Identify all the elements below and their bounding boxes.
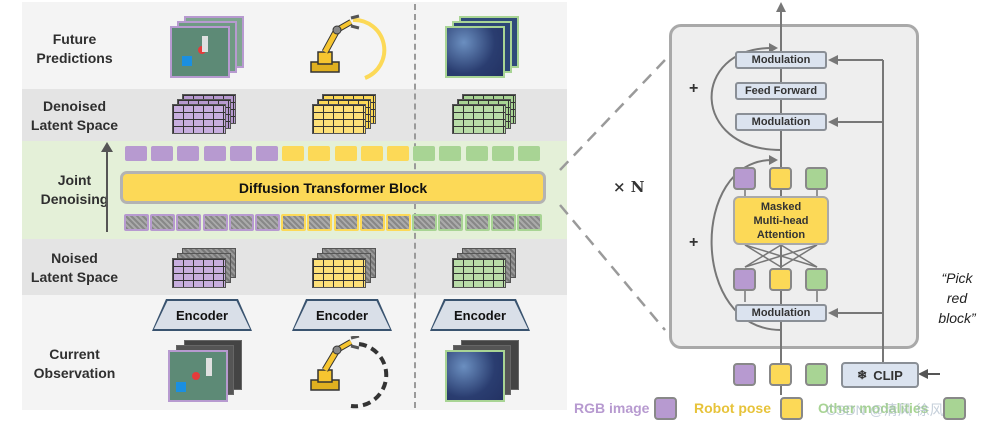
- future-robot-arm-icon: [310, 14, 387, 80]
- noise-token: [228, 214, 254, 231]
- noise-token: [412, 214, 438, 231]
- output-token: [439, 146, 462, 161]
- snowflake-icon: ❄: [857, 368, 868, 382]
- current-other-image: [445, 340, 519, 402]
- output-token: [491, 146, 514, 161]
- noise-token: [150, 214, 176, 231]
- current-rgb-image: [168, 340, 242, 402]
- output-token: [465, 146, 488, 161]
- transformer-block-detail: [669, 24, 919, 349]
- plus-bottom: +: [689, 234, 699, 251]
- encoder-robot: Encoder: [294, 301, 390, 329]
- denoised-robot-latent: [312, 94, 376, 134]
- input-rgb-token: [733, 363, 756, 386]
- noise-token: [176, 214, 202, 231]
- output-token: [387, 146, 409, 161]
- future-other-image: [445, 16, 519, 78]
- attention-line-1: Masked: [760, 200, 802, 213]
- separator-line: [414, 4, 416, 408]
- clip-label: CLIP: [873, 367, 903, 383]
- prompt-line-3: block”: [938, 310, 976, 326]
- up-arrow-icon: [101, 142, 113, 232]
- output-token: [256, 146, 278, 161]
- future-rgb-image: [170, 16, 244, 78]
- output-token: [282, 146, 305, 161]
- noise-token: [333, 214, 359, 231]
- denoised-rgb-latent: [172, 94, 236, 134]
- attention-line-2: Multi-head: [753, 214, 809, 227]
- noise-token: [255, 214, 280, 231]
- output-token: [334, 146, 357, 161]
- noised-robot-latent: [312, 248, 376, 288]
- noise-token: [386, 214, 411, 231]
- output-token: [177, 146, 200, 161]
- noise-token: [124, 214, 149, 231]
- clip-box: ❄ CLIP: [841, 362, 919, 388]
- output-token: [308, 146, 331, 161]
- output-token: [360, 146, 383, 161]
- output-token: [203, 146, 226, 161]
- output-token: [229, 146, 252, 161]
- attn-out-robot-token: [769, 167, 792, 190]
- output-token: [125, 146, 147, 161]
- prompt-line-2: red: [946, 290, 968, 306]
- legend-rgb-swatch: [654, 397, 677, 420]
- current-robot-arm-icon: [310, 336, 389, 409]
- times-n-label: × N: [613, 178, 645, 196]
- label-noised-latent: Noised Latent Space: [30, 250, 119, 285]
- modulation-bottom-box: Modulation: [735, 304, 827, 322]
- noise-token: [517, 214, 542, 231]
- label-joint-denoising: Joint Denoising: [40, 172, 109, 207]
- modulation-top-box: Modulation: [735, 51, 827, 69]
- attn-in-rgb-token: [733, 268, 756, 291]
- noise-token: [464, 214, 490, 231]
- output-token: [518, 146, 540, 161]
- legend-robot-swatch: [780, 397, 803, 420]
- noise-token: [490, 214, 516, 231]
- prompt-text: “Pick red block”: [930, 268, 984, 328]
- noise-token: [438, 214, 464, 231]
- noise-token: [202, 214, 228, 231]
- legend-rgb-label: RGB image: [574, 400, 650, 416]
- input-robot-token: [769, 363, 792, 386]
- noise-token: [281, 214, 307, 231]
- diffusion-transformer-block: Diffusion Transformer Block: [120, 171, 546, 204]
- output-token: [151, 146, 174, 161]
- encoder-other: Encoder: [432, 301, 528, 329]
- zoom-lines: [559, 59, 666, 331]
- noise-token: [307, 214, 333, 231]
- encoder-rgb: Encoder: [154, 301, 250, 329]
- plus-top: +: [689, 80, 699, 97]
- label-current-observation: Current Observation: [33, 346, 116, 381]
- feed-forward-box: Feed Forward: [735, 82, 827, 100]
- label-future-predictions: Future Predictions: [36, 31, 113, 66]
- watermark-text: CSDN @清风 徐风: [826, 402, 944, 418]
- attention-line-3: Attention: [756, 228, 806, 241]
- noise-token: [359, 214, 385, 231]
- denoised-other-latent: [452, 94, 516, 134]
- attn-in-other-token: [805, 268, 828, 291]
- input-other-token: [805, 363, 828, 386]
- attn-out-other-token: [805, 167, 828, 190]
- legend-robot-label: Robot pose: [694, 400, 771, 416]
- noised-other-latent: [452, 248, 516, 288]
- output-token: [413, 146, 436, 161]
- label-denoised-latent: Denoised Latent Space: [30, 98, 119, 133]
- legend-other-swatch: [943, 397, 966, 420]
- attn-in-robot-token: [769, 268, 792, 291]
- masked-attention-box: Masked Multi-head Attention: [733, 196, 829, 245]
- attn-out-rgb-token: [733, 167, 756, 190]
- noised-rgb-latent: [172, 248, 236, 288]
- legend-other-label: Other modalities: [818, 400, 929, 416]
- prompt-line-1: “Pick: [941, 270, 973, 286]
- modulation-mid-box: Modulation: [735, 113, 827, 131]
